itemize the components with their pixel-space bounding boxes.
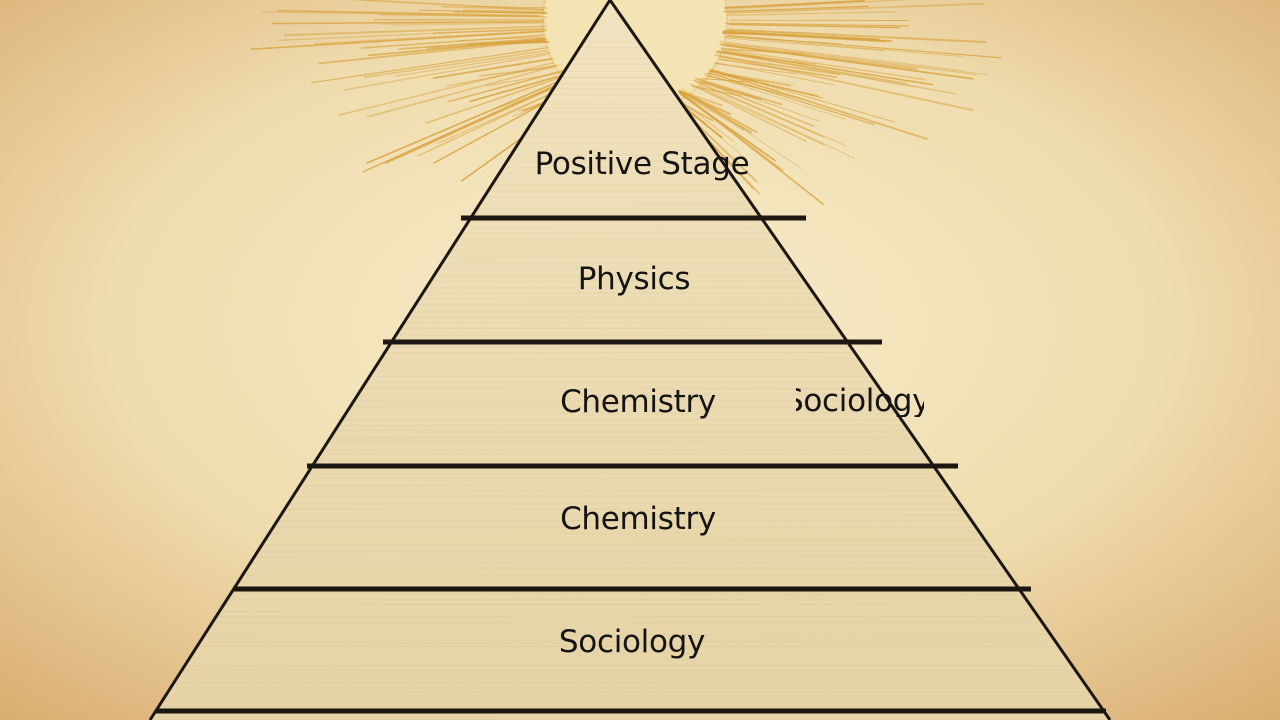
level-label-5: Sociology — [558, 624, 706, 660]
band-dividers — [156, 215, 1106, 714]
side-label: Sociology — [784, 386, 924, 417]
level-label-2: Physics — [577, 261, 691, 297]
pyramid-outline — [148, 0, 1112, 720]
level-label-1: Positive Stage — [534, 146, 750, 182]
level-label-4: Chemistry — [560, 501, 716, 537]
level-label-3: Chemistry — [560, 384, 716, 420]
